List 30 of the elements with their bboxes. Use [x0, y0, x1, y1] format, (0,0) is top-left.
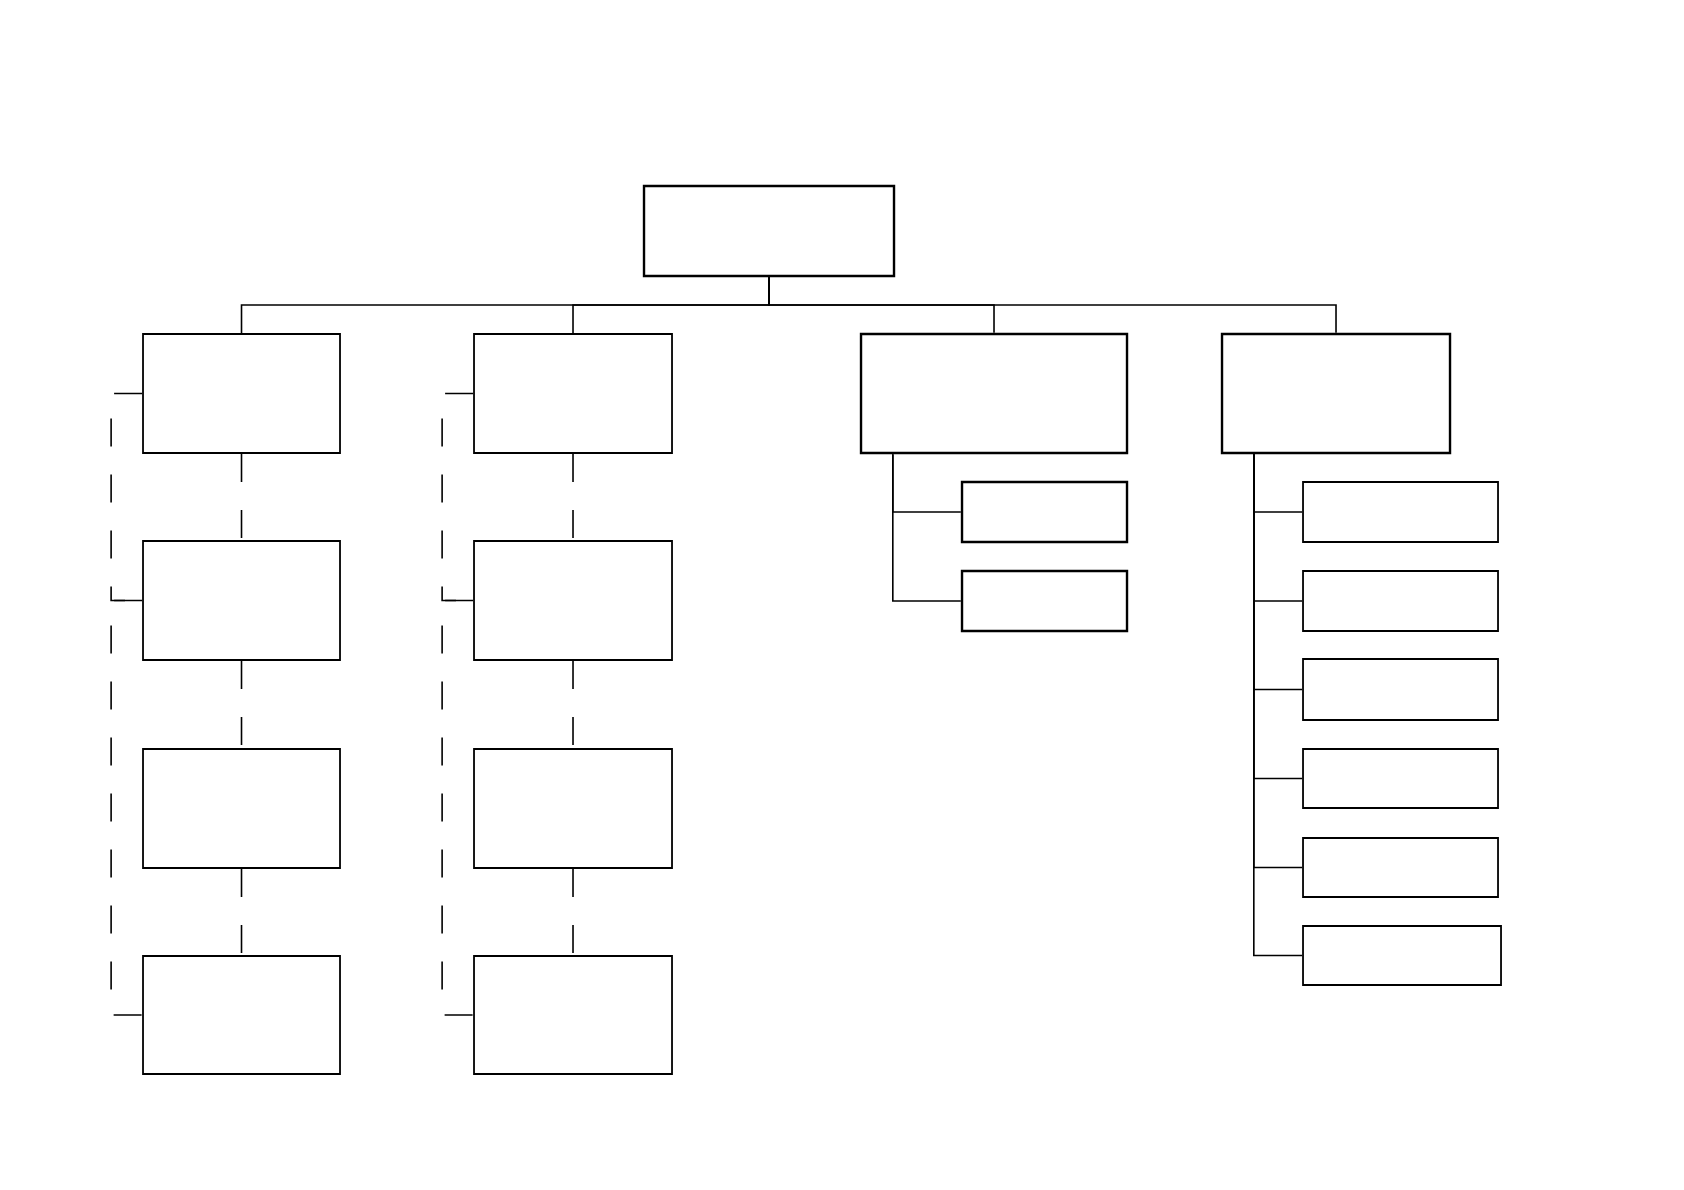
org-box — [960, 480, 1129, 544]
org-box — [142, 540, 341, 661]
org-box — [1302, 837, 1499, 898]
connector-line — [1253, 453, 1303, 957]
org-box — [1302, 658, 1499, 721]
org-box — [142, 333, 341, 454]
connector-line — [110, 392, 143, 602]
org-box — [960, 569, 1129, 633]
org-box — [1220, 332, 1452, 455]
org-box — [1302, 481, 1499, 543]
org-box — [473, 540, 673, 661]
connector-line — [768, 276, 1337, 334]
org-box — [142, 955, 341, 1075]
org-box — [473, 748, 673, 869]
connector-line — [240, 868, 243, 956]
org-box — [1302, 925, 1502, 986]
connector-line — [240, 453, 243, 541]
connector-line — [892, 453, 962, 602]
org-box — [142, 748, 341, 869]
org-box — [473, 333, 673, 454]
org-box — [642, 184, 896, 278]
org-box — [859, 332, 1129, 455]
connector-line — [441, 599, 474, 1016]
connector-line — [441, 392, 474, 602]
org-box — [1302, 570, 1499, 632]
connector-line — [572, 868, 574, 956]
connector-line — [572, 453, 574, 541]
org-box — [1302, 748, 1499, 809]
org-box — [473, 955, 673, 1075]
connector-line — [110, 599, 143, 1016]
